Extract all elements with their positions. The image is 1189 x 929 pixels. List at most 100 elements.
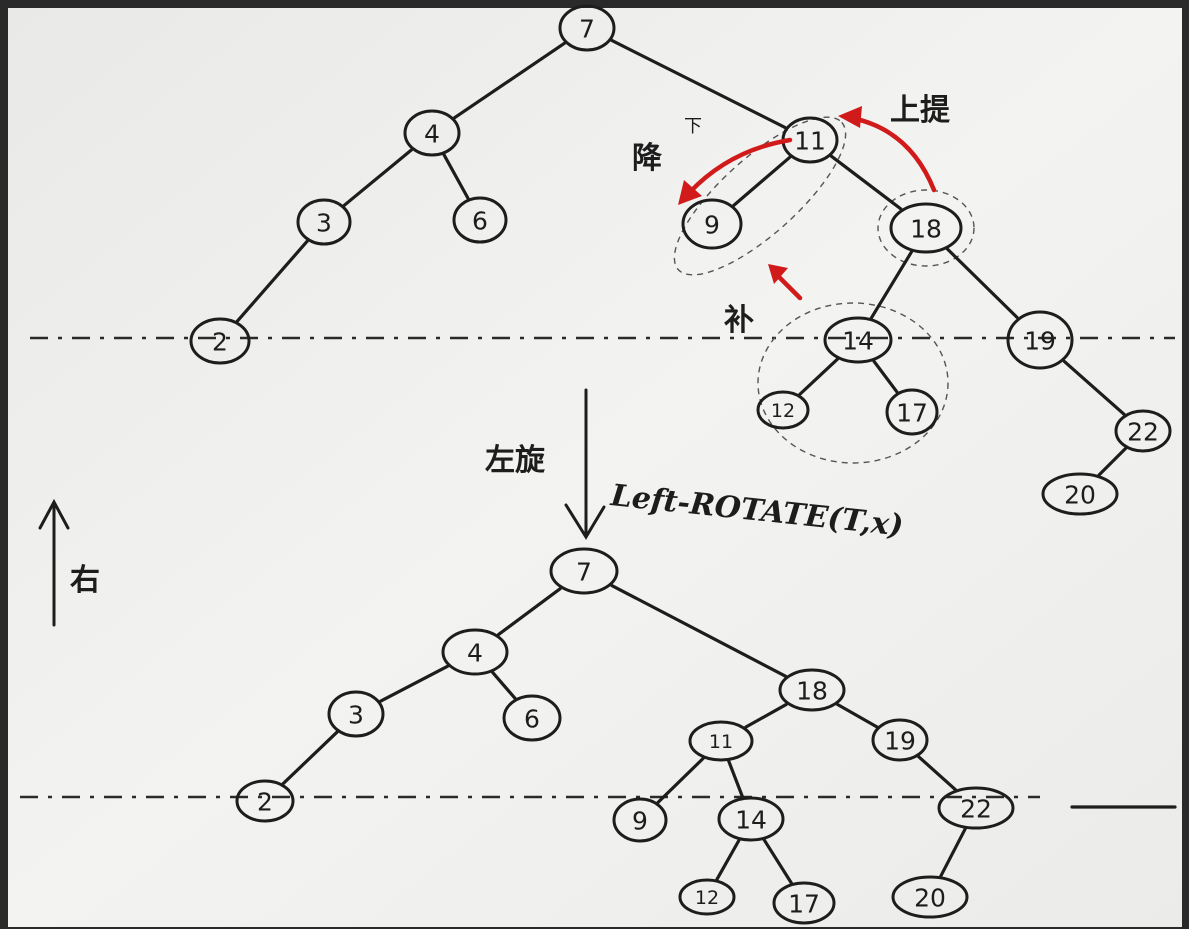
before-edge-14-17 — [872, 359, 899, 394]
before-node-label-3: 3 — [316, 209, 332, 238]
before-node-label-11: 11 — [794, 127, 826, 156]
after-node-circle-9 — [612, 797, 668, 843]
before-node-2: 2 — [189, 317, 251, 365]
annotation-rotate-left: 左旋 — [485, 443, 545, 478]
before-node-7: 7 — [558, 4, 616, 52]
after-node-circle-20 — [891, 875, 969, 919]
edges-after — [281, 584, 967, 885]
annotation-lower-small: 下 — [684, 116, 702, 137]
before-node-4: 4 — [403, 109, 461, 157]
after-node-circle-12 — [678, 878, 736, 916]
after-node-circle-11 — [688, 720, 754, 762]
before-edge-18-19 — [946, 247, 1019, 320]
after-node-circle-17 — [772, 881, 836, 925]
after-edge-4-3 — [378, 664, 450, 703]
after-edge-22-20 — [939, 827, 967, 878]
rotation-arrow-head — [564, 503, 606, 540]
before-node-circle-18 — [889, 202, 963, 254]
after-node-6: 6 — [502, 694, 562, 742]
after-node-2: 2 — [235, 779, 295, 823]
after-node-label-2: 2 — [257, 788, 273, 817]
annotation-raise: 上提 — [890, 93, 951, 128]
before-edge-7-4 — [452, 41, 567, 120]
ring-14-subtree — [757, 302, 949, 464]
before-node-label-2: 2 — [212, 328, 228, 357]
before-node-label-7: 7 — [579, 15, 595, 44]
after-node-label-20: 20 — [914, 884, 946, 913]
after-node-19: 19 — [871, 718, 929, 762]
after-edge-19-22 — [916, 755, 957, 792]
after-node-circle-18 — [778, 668, 846, 712]
before-node-label-20: 20 — [1064, 481, 1096, 510]
after-node-label-3: 3 — [348, 701, 364, 730]
before-node-circle-14 — [823, 316, 893, 364]
before-edge-18-14 — [869, 250, 914, 320]
before-node-circle-22 — [1114, 409, 1172, 453]
rotation-arrow — [564, 388, 606, 540]
before-node-12: 12 — [756, 390, 810, 430]
side-arrow-head — [38, 498, 70, 530]
after-node-label-4: 4 — [467, 639, 483, 668]
before-node-18: 18 — [889, 202, 963, 254]
before-node-circle-9 — [681, 198, 743, 250]
after-node-label-7: 7 — [576, 558, 592, 587]
before-node-circle-4 — [403, 109, 461, 157]
annotation-right-side: 右 — [70, 563, 100, 598]
before-edge-19-22 — [1062, 359, 1126, 417]
after-edge-14-12 — [715, 838, 741, 882]
before-node-circle-2 — [189, 317, 251, 365]
after-edge-7-18 — [610, 584, 788, 678]
arrow-lower-9-head — [678, 180, 702, 205]
before-node-label-6: 6 — [472, 207, 488, 236]
red-arrows — [678, 106, 937, 301]
before-node-9: 9 — [681, 198, 743, 250]
after-node-17: 17 — [772, 881, 836, 925]
arrow-move-14-head — [768, 264, 788, 284]
annotation-lower: 降 — [632, 141, 663, 176]
arrow-lower-9 — [687, 137, 793, 195]
after-node-9: 9 — [612, 797, 668, 843]
after-node-label-22: 22 — [960, 795, 992, 824]
after-node-circle-6 — [502, 694, 562, 742]
after-node-circle-4 — [441, 628, 509, 676]
after-node-circle-19 — [871, 718, 929, 762]
before-node-circle-3 — [296, 198, 352, 246]
after-edge-11-9 — [656, 756, 705, 805]
before-node-14: 14 — [823, 316, 893, 364]
after-node-label-12: 12 — [695, 887, 719, 909]
before-node-label-17: 17 — [896, 399, 928, 428]
before-edge-4-6 — [442, 153, 470, 201]
after-node-label-17: 17 — [788, 890, 820, 919]
before-node-label-18: 18 — [910, 215, 942, 244]
after-edge-3-2 — [281, 730, 339, 786]
after-node-14: 14 — [717, 796, 785, 842]
after-node-22: 22 — [937, 786, 1015, 830]
before-edge-4-3 — [342, 148, 414, 208]
after-node-circle-14 — [717, 796, 785, 842]
after-edge-18-19 — [835, 702, 879, 729]
before-node-circle-7 — [558, 4, 616, 52]
after-edge-4-6 — [491, 670, 517, 700]
before-edge-22-20 — [1097, 446, 1128, 477]
ring-18 — [877, 189, 975, 267]
after-node-circle-3 — [327, 690, 385, 738]
after-node-label-14: 14 — [735, 806, 767, 835]
arrow-raise-18-head — [838, 106, 862, 128]
arrow-raise-18 — [849, 115, 937, 193]
after-node-label-6: 6 — [524, 705, 540, 734]
after-node-12: 12 — [678, 878, 736, 916]
before-node-19: 19 — [1006, 310, 1074, 370]
after-node-circle-22 — [937, 786, 1015, 830]
before-node-circle-19 — [1006, 310, 1074, 370]
paper-background — [8, 8, 1182, 927]
after-node-circle-7 — [549, 547, 619, 595]
annotation-move: 补 — [724, 303, 754, 338]
before-node-circle-12 — [756, 390, 810, 430]
after-node-label-18: 18 — [796, 677, 828, 706]
after-edge-18-11 — [744, 702, 788, 729]
after-node-4: 4 — [441, 628, 509, 676]
after-node-circle-2 — [235, 779, 295, 823]
before-edge-11-18 — [829, 154, 903, 211]
